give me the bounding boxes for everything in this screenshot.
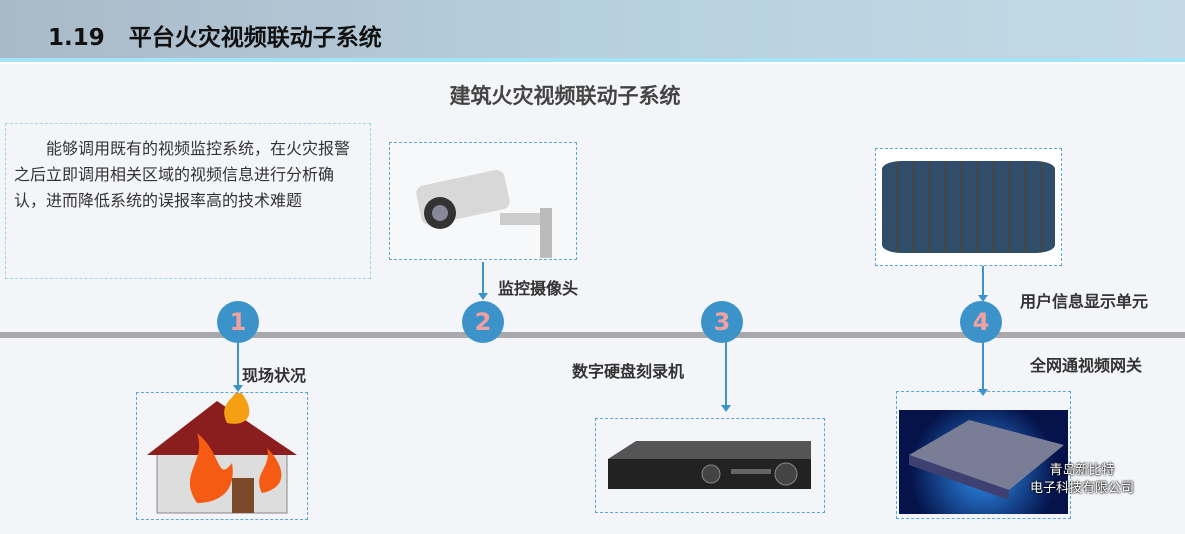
step-3-label: 数字硬盘刻录机 xyxy=(572,362,685,381)
gateway-image xyxy=(896,391,1071,519)
fire-house-icon xyxy=(147,388,297,514)
gateway-label: 全网通视频网关 xyxy=(1030,356,1143,375)
step-1-badge: 1 xyxy=(217,301,259,343)
arrow-gateway xyxy=(978,342,988,396)
description-box: 能够调用既有的视频监控系统，在火灾报警之后立即调用相关区域的视频信息进行分析确认… xyxy=(5,123,371,279)
arrow-display xyxy=(978,266,988,302)
arrow-camera xyxy=(478,262,488,300)
dvr-image xyxy=(595,418,825,513)
watermark: 青岛新比特电子科技有限公司 xyxy=(1030,463,1135,496)
step-4-badge: 4 xyxy=(960,301,1002,343)
timeline-line xyxy=(0,332,1185,338)
camera-icon xyxy=(416,169,552,258)
step-1-label: 现场状况 xyxy=(242,366,307,385)
step-2-badge: 2 xyxy=(462,301,504,343)
camera-image xyxy=(389,142,577,260)
step-3-badge: 3 xyxy=(701,301,743,343)
page-title: 1.19 平台火灾视频联动子系统 xyxy=(48,25,382,51)
arrow-dvr xyxy=(721,340,731,412)
dvr-icon xyxy=(608,441,811,489)
video-wall-image xyxy=(875,148,1062,266)
router-icon xyxy=(909,420,1064,500)
header-band xyxy=(0,0,1185,58)
burning-house-image xyxy=(136,388,308,520)
step-4-label: 用户信息显示单元 xyxy=(1020,292,1149,311)
step-2-label: 监控摄像头 xyxy=(498,279,579,298)
header-divider xyxy=(0,58,1185,64)
arrow-site xyxy=(233,340,243,392)
diagram-title: 建筑火灾视频联动子系统 xyxy=(449,84,681,108)
